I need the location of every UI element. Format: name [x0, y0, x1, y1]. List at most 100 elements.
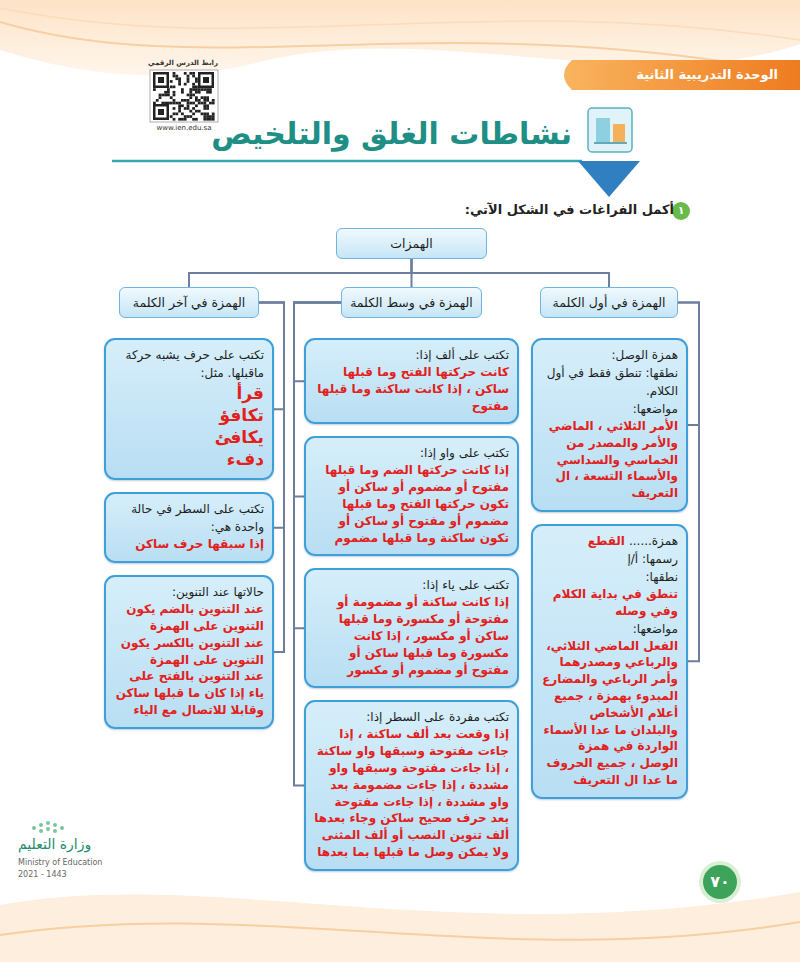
- qr-module: [189, 72, 192, 75]
- node-text: مواضعها:: [541, 400, 678, 418]
- qr-module: [173, 99, 176, 102]
- qr-module: [189, 96, 192, 99]
- qr-module: [203, 99, 206, 102]
- qr-finder: [153, 104, 169, 120]
- qr-module: [187, 75, 190, 78]
- connector: [412, 259, 610, 287]
- node-text: تكتب مفردة على السطر إذا:: [314, 708, 509, 726]
- title-icon-part: [613, 124, 625, 142]
- qr-module: [170, 96, 173, 99]
- qr-module: [206, 104, 209, 107]
- qr-module: [209, 91, 212, 94]
- qr-module: [178, 107, 181, 110]
- qr-module: [173, 102, 176, 105]
- answer-text: يكافئ: [114, 426, 264, 448]
- qr-module: [187, 99, 190, 102]
- answer-text: تنطق في بداية الكلام وفي وصله: [541, 586, 678, 620]
- year-label: 2021 - 1443: [18, 870, 67, 880]
- node-text: نطقها: تنطق فقط في أول الكلام.: [541, 364, 678, 400]
- answer-text: عند التنوين بالكسر يكون التنوين على الهم…: [114, 635, 264, 669]
- qr-module: [173, 118, 176, 121]
- qr-module: [189, 91, 192, 94]
- node-text: تكتب على واو إذا:: [314, 444, 509, 462]
- qr-module: [178, 102, 181, 105]
- qr-module: [153, 102, 156, 105]
- qr-module: [164, 91, 167, 94]
- qr-module: [203, 88, 206, 91]
- qr-module: [153, 88, 156, 91]
- qr-module: [203, 113, 206, 116]
- answer-text: إذا سبقها حرف ساكن: [114, 536, 264, 553]
- qr-module: [173, 113, 176, 116]
- qr-module: [187, 94, 190, 97]
- category-box: الهمزة في أول الكلمة: [540, 287, 678, 318]
- qr-module: [187, 80, 190, 83]
- qr-module: [206, 118, 209, 121]
- qr-module: [181, 118, 184, 121]
- qr-module: [195, 104, 198, 107]
- node-text: تكتب على السطر في حالة واحدة هي:: [114, 500, 264, 536]
- content-box: حالاتها عند التنوين:عند التنوين بالضم يك…: [104, 575, 274, 729]
- title-rule: [112, 160, 582, 163]
- qr-module: [203, 104, 206, 107]
- qr-module: [159, 94, 162, 97]
- qr-module: [189, 115, 192, 118]
- category-box: الهمزة في وسط الكلمة: [341, 287, 482, 318]
- qr-module: [212, 113, 215, 116]
- qr-module: [167, 88, 170, 91]
- qr-module: [192, 86, 195, 89]
- ministry-logo-dots: [32, 821, 64, 833]
- qr-module: [161, 94, 164, 97]
- qr-module: [164, 102, 167, 105]
- content-box: تكتب مفردة على السطر إذا:إذا وقعت بعد أل…: [304, 700, 519, 870]
- node-text: الهمزات: [345, 236, 478, 251]
- qr-module: [192, 83, 195, 86]
- qr-url: www.ien.edu.sa: [150, 124, 218, 132]
- qr-module: [175, 113, 178, 116]
- qr-code: [153, 72, 215, 121]
- qr-module: [209, 88, 212, 91]
- qr-finder: [158, 109, 164, 115]
- qr-module: [170, 80, 173, 83]
- qr-module: [195, 77, 198, 80]
- qr-module: [178, 77, 181, 80]
- qr-finder: [153, 72, 169, 88]
- qr-module: [178, 104, 181, 107]
- qr-module: [184, 72, 187, 75]
- qr-module: [192, 118, 195, 121]
- qr-finder: [156, 75, 167, 86]
- qr-module: [175, 77, 178, 80]
- qr-module: [195, 88, 198, 91]
- answer-text: عند التنوين بالفتح على ياء إذا كان ما قب…: [114, 668, 264, 718]
- answer-text: كانت حركتها الفتح وما قبلها ساكن ، إذا ك…: [314, 364, 509, 414]
- ministry-name: وزارة التعليم: [18, 836, 91, 853]
- qr-module: [198, 88, 201, 91]
- qr-module: [212, 99, 215, 102]
- qr-module: [192, 113, 195, 116]
- qr-module: [195, 99, 198, 102]
- swoosh-line: [0, 922, 800, 940]
- bottom-swoosh: [0, 892, 800, 962]
- qr-module: [201, 96, 204, 99]
- qr-module: [209, 102, 212, 105]
- qr-module: [203, 96, 206, 99]
- qr-module: [184, 107, 187, 110]
- qr-module: [178, 118, 181, 121]
- node-text: همزة......: [629, 532, 678, 550]
- qr-module: [206, 115, 209, 118]
- page-number-ring: [699, 861, 741, 903]
- title-icon-part: [596, 118, 610, 142]
- qr-module: [192, 75, 195, 78]
- qr-module: [192, 72, 195, 75]
- answer-text: قرأ: [114, 382, 264, 404]
- node-text: الهمزة في وسط الكلمة: [350, 295, 473, 310]
- qr-module: [198, 110, 201, 113]
- qr-module: [181, 88, 184, 91]
- qr-module: [195, 80, 198, 83]
- qr-module: [167, 94, 170, 97]
- qr-module: [201, 102, 204, 105]
- qr-module: [201, 88, 204, 91]
- answer-text: عند التنوين بالضم يكون التنوين على الهمز…: [114, 601, 264, 635]
- qr-module: [189, 94, 192, 97]
